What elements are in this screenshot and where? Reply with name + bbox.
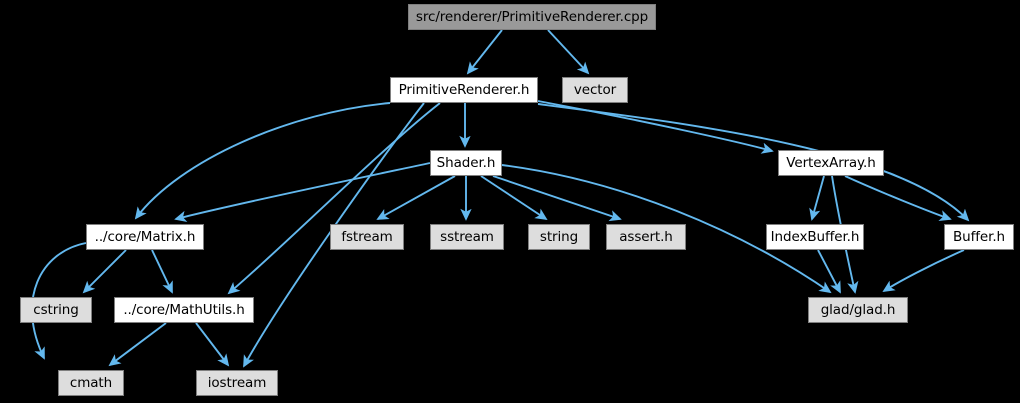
graph-node-label: iostream [207, 375, 267, 391]
edge-matrix-to-mathutils [151, 249, 173, 294]
graph-node-cmath[interactable]: cmath [58, 370, 124, 396]
graph-node-label: Buffer.h [953, 229, 1005, 245]
graph-node-matrix[interactable]: ../core/Matrix.h [86, 224, 204, 250]
graph-node-label: sstream [440, 229, 494, 245]
graph-node-label: cstring [33, 302, 79, 318]
edge-vertexarray-to-indexbuffer [809, 175, 825, 221]
graph-node-label: fstream [341, 229, 393, 245]
graph-node-label: ../core/MathUtils.h [123, 302, 245, 318]
graph-node-label: IndexBuffer.h [770, 229, 860, 245]
graph-node-label: glad/glad.h [820, 302, 896, 318]
graph-node-label: VertexArray.h [786, 155, 876, 171]
edge-mathutils-to-cmath [108, 322, 167, 367]
graph-node-label: ../core/Matrix.h [94, 229, 196, 245]
edge-primitiverender-to-buffer [537, 103, 970, 222]
edge-vertexarray-to-buffer [844, 175, 952, 221]
graph-node-glad[interactable]: glad/glad.h [808, 297, 908, 323]
graph-node-cstring[interactable]: cstring [20, 297, 92, 323]
graph-node-label: string [539, 229, 579, 245]
edge-shader-to-assert [492, 175, 622, 222]
graph-node-label: PrimitiveRenderer.h [398, 82, 530, 98]
edge-shader-to-fstream [376, 175, 456, 220]
graph-node-vertexarray[interactable]: VertexArray.h [778, 150, 884, 176]
graph-node-iostream[interactable]: iostream [196, 370, 278, 396]
edge-root-to-vector [547, 29, 590, 75]
edge-mathutils-to-iostream [195, 322, 230, 367]
edge-matrix-to-cstring [82, 249, 127, 294]
graph-node-label: assert.h [619, 229, 673, 245]
edge-indexbuffer-to-glad [817, 249, 841, 294]
graph-node-sstream[interactable]: sstream [430, 224, 504, 250]
graph-node-indexbuffer[interactable]: IndexBuffer.h [766, 224, 864, 250]
edge-primitiverender-to-matrix [134, 102, 391, 220]
edge-buffer-to-glad [882, 249, 965, 293]
graph-node-fstream[interactable]: fstream [330, 224, 404, 250]
graph-node-primitiverender[interactable]: PrimitiveRenderer.h [390, 77, 538, 103]
graph-node-mathutils[interactable]: ../core/MathUtils.h [114, 297, 254, 323]
graph-node-label: cmath [69, 375, 113, 391]
graph-node-label: vector [573, 82, 617, 98]
graph-node-vector[interactable]: vector [562, 77, 628, 103]
graph-node-string[interactable]: string [528, 224, 590, 250]
edge-primitiverender-to-mathutils [227, 102, 441, 295]
graph-node-label: src/renderer/PrimitiveRenderer.cpp [415, 9, 649, 25]
graph-node-label: Shader.h [436, 155, 496, 171]
edge-shader-to-string [480, 175, 548, 221]
edge-shader-to-glad [501, 164, 832, 294]
graph-node-shader[interactable]: Shader.h [430, 150, 502, 176]
edge-matrix-to-cmath [31, 242, 87, 360]
edge-root-to-primitiverender [466, 29, 503, 75]
graph-node-assert[interactable]: assert.h [606, 224, 686, 250]
graph-node-root[interactable]: src/renderer/PrimitiveRenderer.cpp [408, 4, 656, 30]
edge-shader-to-matrix [174, 162, 431, 222]
graph-node-buffer[interactable]: Buffer.h [944, 224, 1014, 250]
